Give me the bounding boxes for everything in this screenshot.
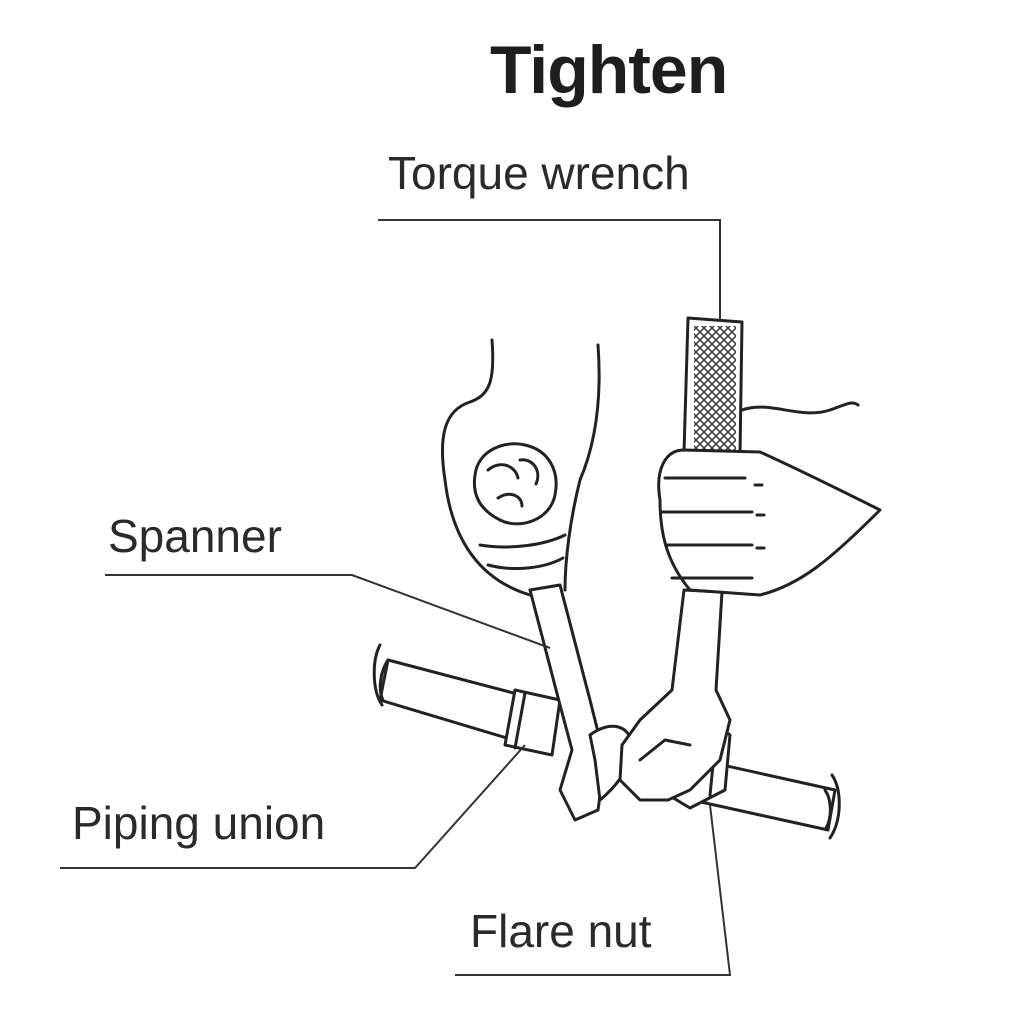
- right-hand: [657, 401, 882, 597]
- torque-wrench-leader: [378, 219, 721, 322]
- label-spanner: Spanner: [108, 510, 282, 562]
- diagram-title: Tighten: [490, 32, 728, 108]
- leader-lines: [60, 219, 732, 976]
- spanner-leader: [105, 574, 551, 649]
- label-torque-wrench: Torque wrench: [388, 147, 690, 199]
- left-hand: [441, 338, 601, 597]
- flare-nut-leader: [455, 804, 732, 976]
- label-flare-nut: Flare nut: [470, 905, 652, 957]
- piping-union: [503, 688, 562, 757]
- label-piping-union: Piping union: [72, 797, 326, 849]
- piping-union-leader: [60, 744, 526, 869]
